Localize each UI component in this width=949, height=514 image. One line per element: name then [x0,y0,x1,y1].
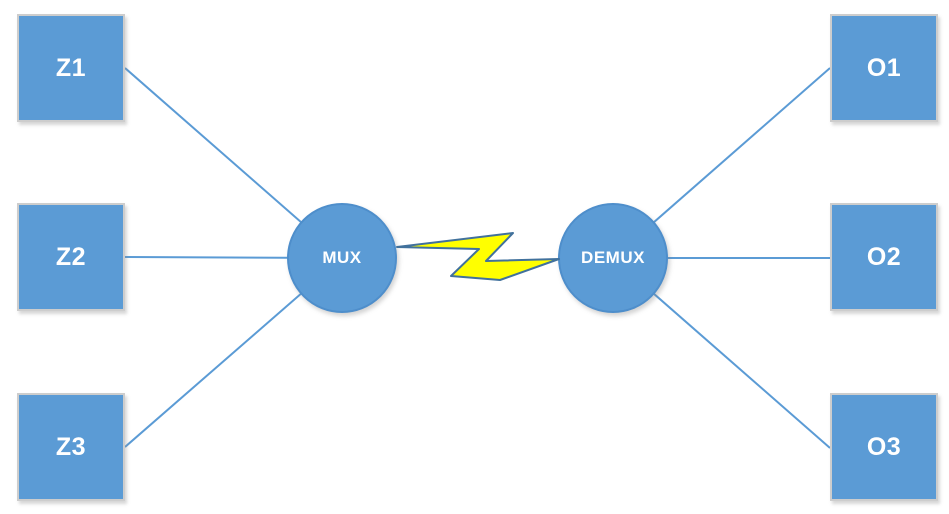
lightning-bolt-icon [396,232,560,281]
demux-node: DEMUX [558,203,668,313]
output-node-o3: O3 [830,393,938,501]
mux-node-label: MUX [322,248,362,267]
input-node-z3: Z3 [17,393,125,501]
output-node-o2-label: O2 [866,242,902,271]
input-node-z2-label: Z2 [55,242,87,271]
output-node-o3-label: O3 [866,432,902,461]
output-node-o1: O1 [830,14,938,122]
output-node-o1-label: O1 [866,53,902,82]
input-node-z1-label: Z1 [55,53,87,82]
input-node-z1: Z1 [17,14,125,122]
mux-node: MUX [287,203,397,313]
input-node-z2: Z2 [17,203,125,311]
input-node-z3-label: Z3 [55,432,87,461]
demux-node-label: DEMUX [581,248,645,267]
output-node-o2: O2 [830,203,938,311]
